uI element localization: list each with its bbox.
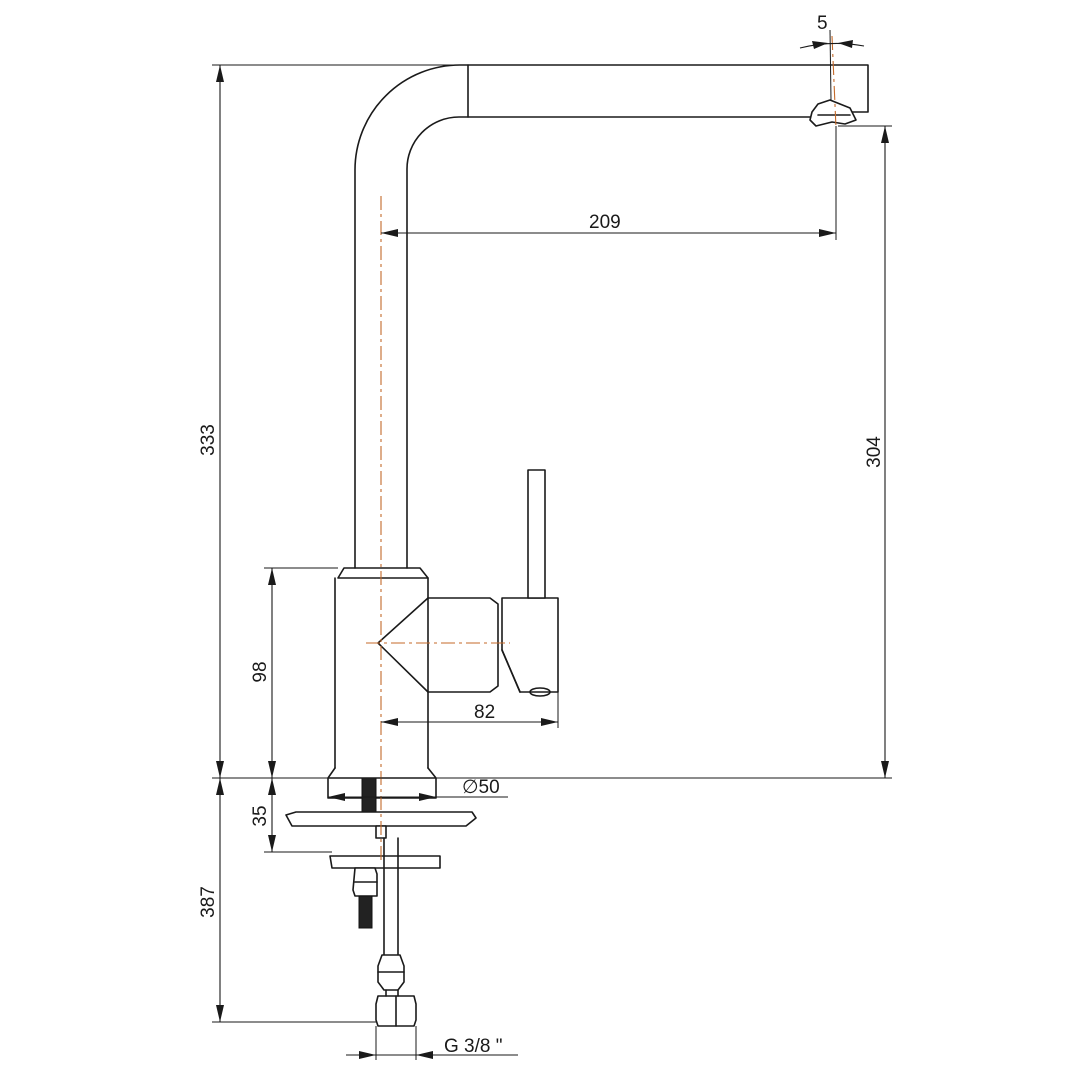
arrow-35-bottom [268,835,276,852]
arrow-387-top [216,778,224,795]
dim-arc-5 [799,42,865,49]
body-collar [337,567,429,579]
arrow-50-right [419,793,436,801]
lever-screw [529,687,551,697]
lever-handle [527,469,546,599]
label-angle: 5 [817,13,828,34]
dimension-lines [216,29,889,1059]
label-total-height: 333 [198,424,219,456]
label-reach: 209 [589,212,621,233]
lever-housing [377,597,429,693]
label-outlet-height: 304 [864,436,885,468]
arrow-5-right [838,40,853,48]
arrow-304-bottom [881,761,889,778]
label-base-diameter: ∅50 [462,777,500,798]
lever-cone [427,597,499,693]
extension-lines [212,64,892,1060]
lever-cap-edge [501,649,521,693]
label-below-deck: 387 [198,886,219,918]
spout-tube [354,64,869,569]
arrow-333-top [216,65,224,82]
lower-washer [329,855,441,869]
aerator-centerline [831,35,837,129]
arrow-333-bottom [216,761,224,778]
threaded-rod [358,895,373,929]
label-lever-length: 82 [474,702,495,723]
arrow-98-bottom [268,761,276,778]
label-mount-thickness: 35 [250,805,271,826]
arrow-387-bottom [216,1005,224,1022]
angle-ref-line [829,29,832,101]
mounting-plate [285,811,477,827]
arrow-304-top [881,126,889,143]
arrow-82-left [381,718,398,726]
label-hose-connection: G 3/8 " [444,1036,503,1057]
arrow-g38-left [359,1051,376,1059]
arrow-5-left [812,41,828,49]
arrow-82-right [541,718,558,726]
arrow-35-top [268,778,276,795]
arrow-g38-right [416,1051,433,1059]
arrow-98-top [268,568,276,585]
arrow-50-left [328,793,345,801]
centerlines [366,35,837,860]
dimension-labels: 5 209 333 304 98 82 ∅50 35 387 G 3/8 " [198,13,885,1057]
arrow-209-right [819,229,836,237]
supply-hose [383,837,399,956]
faucet-outline [285,64,869,1027]
label-body-height: 98 [250,661,271,682]
aerator [809,99,857,127]
body-cylinder [334,577,429,769]
arrow-209-left [381,229,398,237]
lever-cap [501,597,559,693]
